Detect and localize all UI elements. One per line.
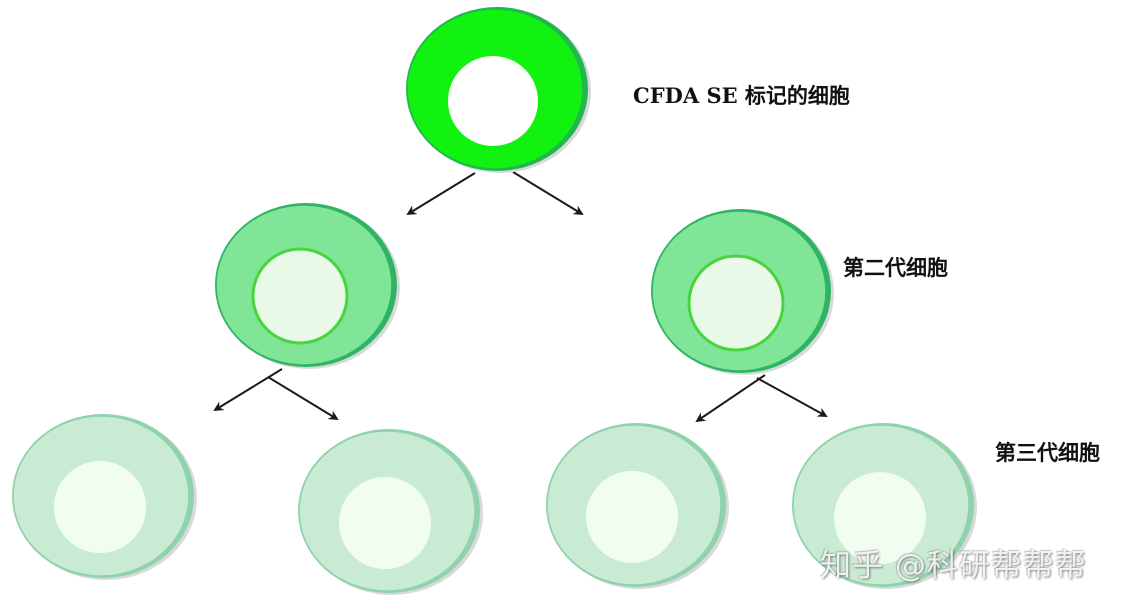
cell-nucleus [687, 254, 785, 352]
cell-nucleus [448, 56, 538, 146]
division-arrow [213, 368, 283, 412]
label-third-generation: 第三代细胞 [995, 440, 1100, 465]
cell-gen3-2 [298, 429, 483, 595]
division-arrow [695, 374, 766, 423]
cell-gen3-4 [792, 423, 977, 589]
cell-nucleus [834, 472, 926, 564]
label-second-generation: 第二代细胞 [843, 255, 948, 280]
cell-nucleus [586, 471, 678, 563]
cell-nucleus [54, 461, 146, 553]
division-arrow [512, 171, 584, 216]
cell-gen1 [406, 7, 591, 173]
cell-gen3-1 [12, 414, 197, 580]
cell-gen3-3 [546, 423, 729, 589]
division-arrow [267, 376, 339, 421]
cells-layer [12, 7, 977, 595]
division-arrow [756, 377, 828, 417]
cell-gen2-right [651, 209, 834, 375]
cell-gen2-left [215, 203, 400, 369]
cell-nucleus [339, 477, 431, 569]
watermark: 知乎 @科研帮帮帮 [820, 548, 1087, 584]
division-arrow [406, 172, 476, 216]
cell-nucleus [251, 247, 349, 345]
arrows-layer [213, 171, 828, 423]
label-cfda-se-labeled-cell: CFDA SE 标记的细胞 [633, 83, 850, 108]
